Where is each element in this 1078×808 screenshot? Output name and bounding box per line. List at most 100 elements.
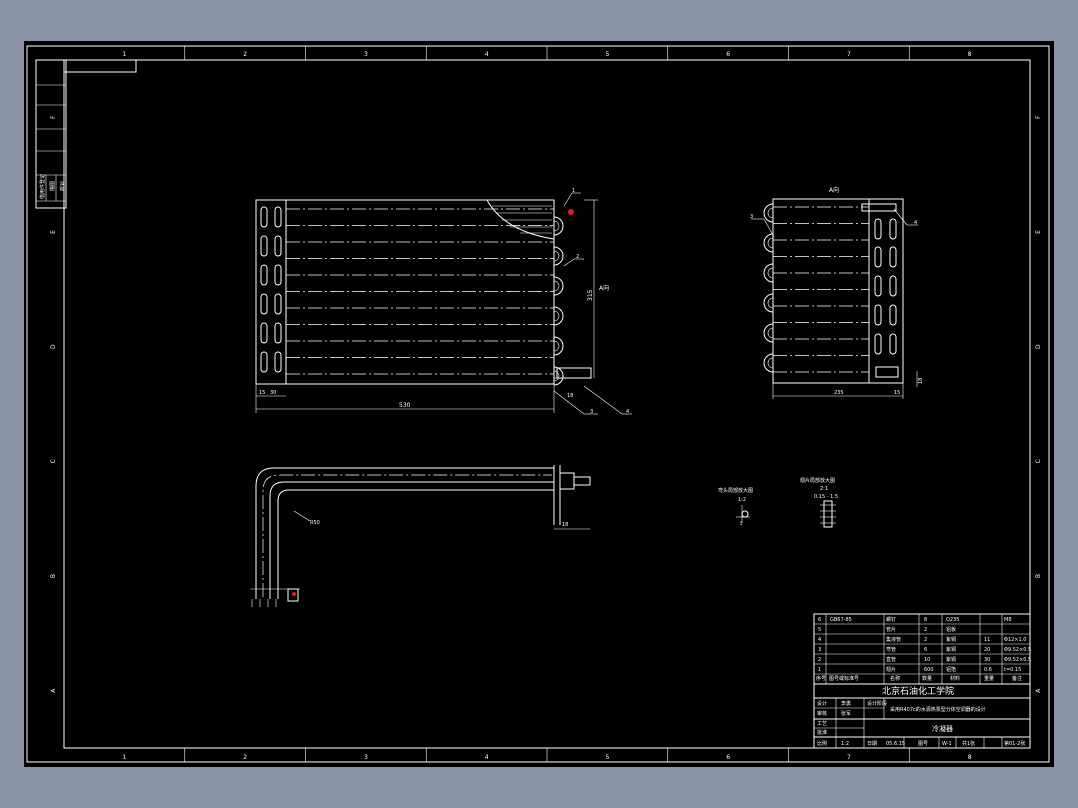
dim-mark: A向 — [599, 284, 609, 292]
return-bend-inner — [553, 250, 560, 262]
return-bend — [553, 366, 564, 386]
parts-cell-material: 紫铜 — [946, 656, 956, 663]
detail2-title: 翅片局部放大图 — [800, 477, 835, 484]
label-sheet: 共1张 — [962, 740, 975, 747]
side-slot — [889, 246, 897, 268]
parts-header-row: 序号 图号或标准号 名称 数量 材料 重量 备注 — [816, 675, 1022, 682]
border-number-top: 2 — [243, 51, 247, 58]
side-bend — [763, 323, 774, 343]
parts-cell-name: 集液管 — [886, 636, 901, 643]
strip-label-2: 描图 — [49, 181, 56, 191]
front-slot — [274, 235, 282, 257]
parts-cell-note: t=0.15 — [1004, 667, 1021, 673]
hdr-material: 材料 — [950, 675, 960, 682]
border-letter-left: B — [50, 574, 57, 578]
label-drawing-no: 图号 — [918, 741, 928, 747]
red-marker — [568, 209, 574, 215]
label-scale: 比例 — [817, 740, 827, 747]
border-number-bottom: 6 — [726, 754, 730, 761]
return-bend-inner — [553, 220, 560, 232]
parts-cell-material: 铝箔 — [946, 666, 956, 673]
hdr-name: 名称 — [890, 675, 900, 682]
parts-cell-qty: 2 — [924, 637, 927, 643]
side-bend — [763, 233, 774, 253]
border-number-top: 6 — [726, 51, 730, 58]
parts-cell-name: 螺钉 — [886, 616, 896, 623]
dim-right-a: 18 — [567, 393, 573, 399]
front-slot — [260, 351, 268, 373]
parts-cell-code: GB67-85 — [830, 617, 852, 623]
parts-cell-no: 1 — [818, 667, 821, 673]
side-slot — [889, 218, 897, 240]
parts-cell-qty: 2 — [924, 627, 927, 633]
front-slot — [260, 293, 268, 315]
side-slot — [874, 333, 882, 355]
border-number-bottom: 2 — [243, 754, 247, 761]
border-letter-left: E — [50, 230, 57, 234]
border-number-top: 8 — [968, 51, 972, 58]
side-callout-4: 4 — [914, 220, 917, 226]
callout-3: 3 — [590, 409, 593, 415]
detail-bend: 弯头局部放大图 1:2 5 — [718, 487, 753, 526]
side-slot — [874, 304, 882, 326]
front-slot — [260, 206, 268, 228]
parts-cell-weight: 30 — [984, 657, 990, 663]
border-letter-right: B — [1035, 574, 1042, 578]
border-number-top: 4 — [485, 51, 489, 58]
front-slot — [274, 351, 282, 373]
detail-fin: 翅片局部放大图 2:1 0.15 - 1.5 — [800, 477, 838, 528]
border-number-top: 7 — [847, 51, 851, 58]
border-letter-right: F — [1035, 115, 1042, 119]
project-title: 采用R407c的水源热泵型分体空调器的设计 — [890, 706, 986, 713]
border-number-top: 5 — [605, 51, 609, 58]
parts-cell-qty: 600 — [924, 667, 934, 673]
side-bend — [763, 353, 774, 373]
checker-name: 张军 — [841, 710, 851, 717]
hdr-note: 备注 — [1012, 675, 1022, 682]
callout-2: 2 — [576, 254, 579, 260]
parts-cell-qty: 8 — [924, 617, 927, 623]
border-number-top: 3 — [364, 51, 368, 58]
border-number-bottom: 1 — [122, 754, 126, 761]
outer-frame — [26, 45, 1050, 763]
side-slot — [874, 218, 882, 240]
parts-cell-no: 2 — [818, 657, 821, 663]
side-slot — [889, 333, 897, 355]
border-letter-left: F — [50, 115, 57, 119]
parts-cell-no: 4 — [818, 637, 821, 643]
strip-label-1: 借用件登记 — [39, 174, 46, 199]
parts-cell-material: 紫铜 — [946, 646, 956, 653]
border-letter-left: A — [50, 688, 57, 693]
side-dim-right: 15 — [894, 390, 900, 396]
parts-cell-material: 紫铜 — [946, 636, 956, 643]
title-block: 北京石油化工学院 设计 李勇 设计阶段 审核 张军 采用R407c的水源热泵型分… — [813, 683, 1031, 749]
label-approve: 批准 — [817, 729, 827, 736]
bend-dim-right: 18 — [562, 522, 568, 528]
parts-cell-weight: 20 — [984, 647, 990, 653]
label-date: 日期 — [867, 741, 877, 747]
label-check: 审核 — [817, 710, 827, 717]
scale-value: 1:2 — [841, 741, 849, 747]
side-bend — [763, 203, 774, 223]
parts-cell-name: 管片 — [886, 626, 896, 633]
callout-4: 4 — [626, 409, 629, 415]
side-title: A向 — [829, 186, 839, 194]
parts-cell-material: 铝板 — [946, 626, 956, 633]
border-letter-right: A — [1035, 688, 1042, 693]
parts-cell-note: Φ12×1.0 — [1004, 637, 1026, 643]
side-bend-inner — [767, 237, 774, 249]
parts-cell-note: Φ9.52×0.5 — [1004, 647, 1031, 653]
school-name: 北京石油化工学院 — [882, 685, 954, 697]
side-slot — [889, 304, 897, 326]
hdr-code: 图号或标准号 — [829, 675, 859, 682]
front-slot — [260, 322, 268, 344]
border-number-bottom: 7 — [847, 754, 851, 761]
parts-cell-no: 3 — [818, 647, 821, 653]
parts-cell-name: 弯管 — [886, 646, 896, 653]
border-number-bottom: 8 — [968, 754, 972, 761]
parts-cell-no: 5 — [818, 627, 821, 633]
border-letter-right: C — [1035, 459, 1042, 463]
